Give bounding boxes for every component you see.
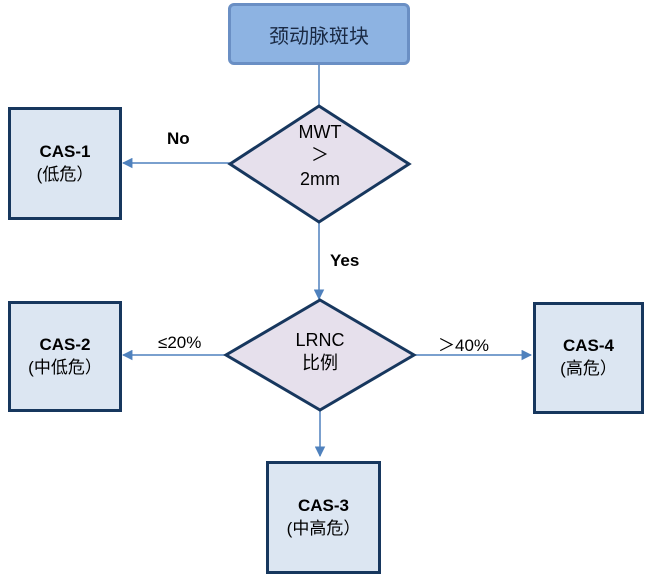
cas1-risk: (低危） bbox=[36, 164, 94, 184]
decision-diamond-mwt bbox=[227, 104, 412, 224]
mwt-decision-text: MWT ＞ 2mm bbox=[275, 121, 365, 191]
outcome-box-cas4: CAS-4 (高危） bbox=[533, 302, 644, 414]
mwt-decision-line1: MWT bbox=[298, 122, 342, 142]
cas3-code: CAS-3 bbox=[297, 495, 349, 515]
outcome-box-cas3: CAS-3 (中高危） bbox=[266, 461, 381, 574]
cas2-code: CAS-2 bbox=[39, 334, 91, 354]
start-node: 颈动脉斑块 bbox=[228, 3, 410, 65]
outcome-box-cas1: CAS-1 (低危） bbox=[8, 107, 122, 220]
mwt-decision-line3: 2mm bbox=[300, 168, 340, 189]
decision-diamond-lrnc bbox=[223, 298, 417, 412]
edge-label-le20: ≤20% bbox=[158, 333, 202, 352]
lrnc-decision-line1: LRNC bbox=[295, 330, 345, 350]
start-node-label: 颈动脉斑块 bbox=[269, 23, 369, 48]
lrnc-decision-text: LRNC 比例 bbox=[270, 329, 370, 376]
cas4-risk: (高危） bbox=[560, 359, 617, 378]
mwt-decision-line2: ＞ bbox=[311, 145, 329, 166]
outcome-box-cas2: CAS-2 (中低危） bbox=[8, 301, 122, 412]
edge-label-yes: Yes bbox=[330, 251, 360, 270]
cas1-code: CAS-1 bbox=[39, 141, 91, 161]
edge-label-gt40: ＞40% bbox=[438, 336, 490, 355]
cas2-risk: (中低危） bbox=[28, 357, 102, 377]
edge-label-no: No bbox=[167, 129, 190, 148]
cas3-risk: (中高危） bbox=[286, 518, 361, 538]
lrnc-decision-line2: 比例 bbox=[302, 353, 338, 374]
cas4-code: CAS-4 bbox=[562, 336, 614, 356]
